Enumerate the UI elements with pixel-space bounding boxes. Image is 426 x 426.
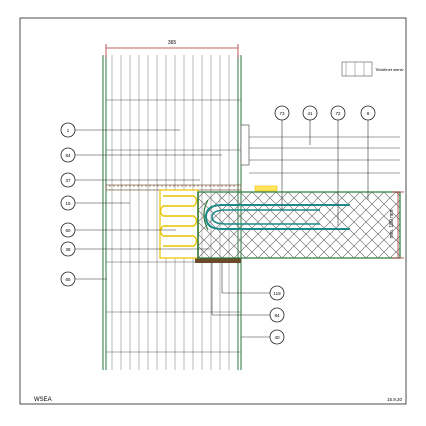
callout-label: 41 [307,111,313,116]
legend: Tilčdělnet steniv [341,61,404,77]
callout-8: 8 [360,105,376,121]
callout-41: 41 [302,105,318,121]
callout-1: 1 [60,122,76,138]
callout-label: 72 [335,111,341,116]
callout-label: 15 [65,201,71,206]
callout-label: 65 [65,277,71,282]
callout-label: 40 [274,335,280,340]
callouts-bottom: 119 84 40 [269,285,285,345]
callout-38: 38 [60,241,76,257]
callout-37: 37 [60,172,76,188]
callout-label: 8 [367,111,370,116]
callout-label: 119 [273,291,281,296]
callout-65: 65 [60,271,76,287]
callout-119: 119 [269,285,285,301]
reinforcement [204,204,350,230]
dimension-top: 365 [105,40,239,58]
callout-label: 84 [274,313,280,318]
dimension-top-label: 365 [168,40,177,46]
callout-label: 38 [65,247,71,252]
footer-right: 15.9.20 [387,397,403,402]
callouts-top: 73 41 72 8 [274,105,376,121]
legend-label: Tilčdělnet steniv [375,67,404,72]
callout-60: 60 [60,222,76,238]
concrete-slab [197,191,401,259]
mortar-bottom-layer [195,258,241,263]
callout-40: 40 [269,329,285,345]
callout-84: 84 [60,147,76,163]
dimension-side: min. 180 mm [389,191,404,259]
callout-label: 1 [67,128,70,133]
insulation-element [159,185,278,259]
callout-73: 73 [274,105,290,121]
dimension-side-label: min. 180 mm [389,210,395,239]
window-profile [240,124,400,174]
callout-84b: 84 [269,307,285,323]
mortar-top-layer [105,184,242,191]
callouts-left: 1 84 37 15 60 38 65 [60,122,76,287]
callout-label: 37 [65,178,71,183]
callout-label: 73 [279,111,285,116]
callout-label: 60 [65,228,71,233]
footer-left: WSEA [34,397,52,403]
callout-72: 72 [330,105,346,121]
leader-lines [75,120,369,338]
callout-label: 84 [65,153,71,158]
callout-15: 15 [60,195,76,211]
